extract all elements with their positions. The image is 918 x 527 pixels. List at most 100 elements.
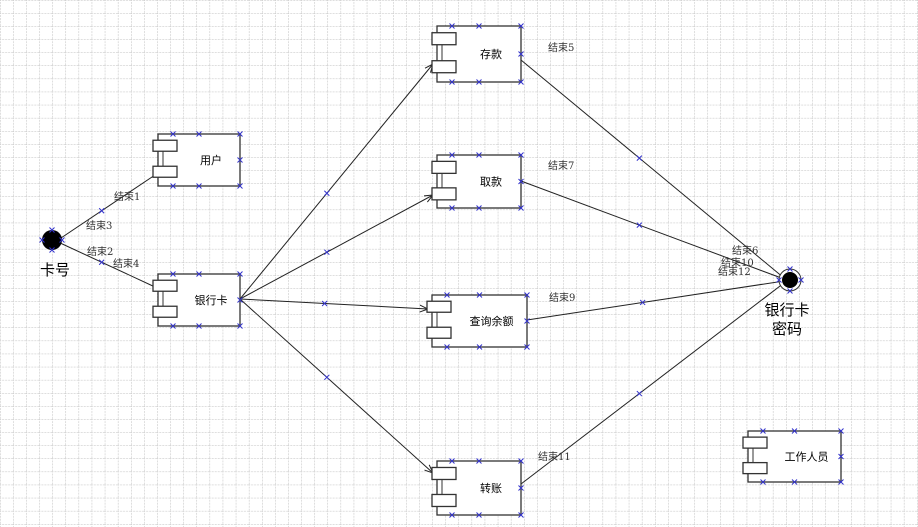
handle-marker[interactable] — [476, 512, 482, 518]
handle-marker[interactable] — [59, 237, 65, 243]
x-mark — [798, 277, 804, 283]
connector[interactable] — [526, 280, 785, 321]
handle-marker[interactable] — [760, 479, 766, 485]
handle-marker[interactable] — [524, 292, 530, 298]
handle-marker[interactable] — [196, 271, 202, 277]
connector[interactable] — [520, 282, 785, 485]
handle-marker[interactable] — [476, 152, 482, 158]
component-transfer[interactable]: 转账 — [431, 458, 524, 518]
x-mark — [476, 292, 483, 298]
handle-marker[interactable] — [321, 300, 328, 307]
handle-marker[interactable] — [237, 131, 243, 137]
handle-marker[interactable] — [636, 222, 643, 228]
handle-marker[interactable] — [476, 79, 482, 85]
handle-marker[interactable] — [98, 259, 105, 266]
handle-marker[interactable] — [518, 79, 524, 85]
handle-marker[interactable] — [476, 205, 482, 211]
handle-marker[interactable] — [636, 155, 643, 161]
handle-marker[interactable] — [476, 23, 482, 29]
x-mark — [323, 190, 330, 197]
handle-marker[interactable] — [776, 277, 782, 283]
handle-marker[interactable] — [196, 131, 202, 137]
handle-marker[interactable] — [518, 512, 524, 518]
handle-marker[interactable] — [791, 428, 798, 434]
connector[interactable] — [57, 174, 156, 241]
handle-marker[interactable] — [518, 152, 524, 158]
handle-marker[interactable] — [639, 299, 646, 306]
handle-marker[interactable] — [838, 479, 844, 485]
handle-marker[interactable] — [237, 157, 243, 163]
handle-marker[interactable] — [518, 485, 524, 491]
end-node-circle — [782, 272, 798, 288]
x-mark — [636, 390, 643, 397]
handle-marker[interactable] — [449, 152, 455, 158]
component-user[interactable]: 用户 — [152, 131, 243, 189]
component-withdraw[interactable]: 取款 — [431, 152, 524, 211]
handle-marker[interactable] — [449, 512, 455, 518]
handle-marker[interactable] — [237, 323, 243, 329]
component-deposit[interactable]: 存款 — [431, 23, 524, 85]
handle-marker[interactable] — [838, 428, 844, 434]
handle-marker[interactable] — [798, 277, 804, 283]
component-staff[interactable]: 工作人员 — [742, 428, 844, 485]
x-mark — [449, 23, 455, 29]
handle-marker[interactable] — [170, 323, 176, 329]
handle-marker[interactable] — [237, 183, 243, 189]
handle-marker[interactable] — [170, 131, 176, 137]
handle-marker[interactable] — [444, 344, 450, 350]
handle-marker[interactable] — [444, 292, 450, 298]
handle-marker[interactable] — [787, 288, 793, 294]
handle-marker[interactable] — [323, 190, 330, 197]
handle-marker[interactable] — [787, 266, 793, 272]
handle-marker[interactable] — [476, 458, 482, 464]
connector[interactable] — [520, 180, 785, 280]
component-query[interactable]: 查询余额 — [426, 292, 530, 350]
connector[interactable] — [57, 241, 156, 288]
connector-line — [239, 298, 434, 474]
x-mark — [524, 292, 530, 298]
handle-marker[interactable] — [237, 271, 243, 277]
handle-marker[interactable] — [449, 458, 455, 464]
component-tab-icon — [152, 139, 178, 152]
handle-marker[interactable] — [39, 237, 45, 243]
handle-marker[interactable] — [49, 227, 55, 233]
handle-marker[interactable] — [524, 344, 530, 350]
handle-marker[interactable] — [323, 374, 330, 381]
connector[interactable] — [520, 59, 785, 279]
handle-marker[interactable] — [49, 247, 55, 253]
component-label: 存款 — [480, 47, 502, 61]
handle-marker[interactable] — [196, 183, 202, 189]
component-card[interactable]: 银行卡 — [152, 271, 243, 329]
x-mark — [449, 512, 455, 518]
component-tab-icon — [152, 305, 178, 318]
handle-marker[interactable] — [449, 23, 455, 29]
handle-marker[interactable] — [518, 23, 524, 29]
handle-marker[interactable] — [449, 205, 455, 211]
handle-marker[interactable] — [518, 51, 524, 57]
handle-marker[interactable] — [196, 323, 202, 329]
x-mark — [518, 178, 524, 185]
handle-marker[interactable] — [518, 178, 524, 185]
handle-marker[interactable] — [838, 453, 844, 460]
handle-marker[interactable] — [524, 318, 530, 324]
handle-marker[interactable] — [170, 183, 176, 189]
handle-marker[interactable] — [449, 79, 455, 85]
handle-marker[interactable] — [636, 390, 643, 397]
component-label: 银行卡 — [195, 293, 228, 307]
start-node[interactable]: 卡号 — [39, 227, 71, 280]
handle-marker[interactable] — [791, 479, 798, 485]
handle-marker[interactable] — [237, 297, 243, 303]
connector-line — [239, 63, 434, 300]
connector-line — [520, 180, 785, 280]
connector-end-label: 结束6 — [732, 244, 758, 257]
handle-marker[interactable] — [518, 458, 524, 464]
handle-marker[interactable] — [476, 344, 483, 350]
handle-marker[interactable] — [760, 428, 766, 434]
handle-marker[interactable] — [98, 207, 105, 214]
handle-marker[interactable] — [323, 249, 330, 256]
handle-marker[interactable] — [170, 271, 176, 277]
handle-marker[interactable] — [476, 292, 483, 298]
handle-marker[interactable] — [518, 205, 524, 211]
